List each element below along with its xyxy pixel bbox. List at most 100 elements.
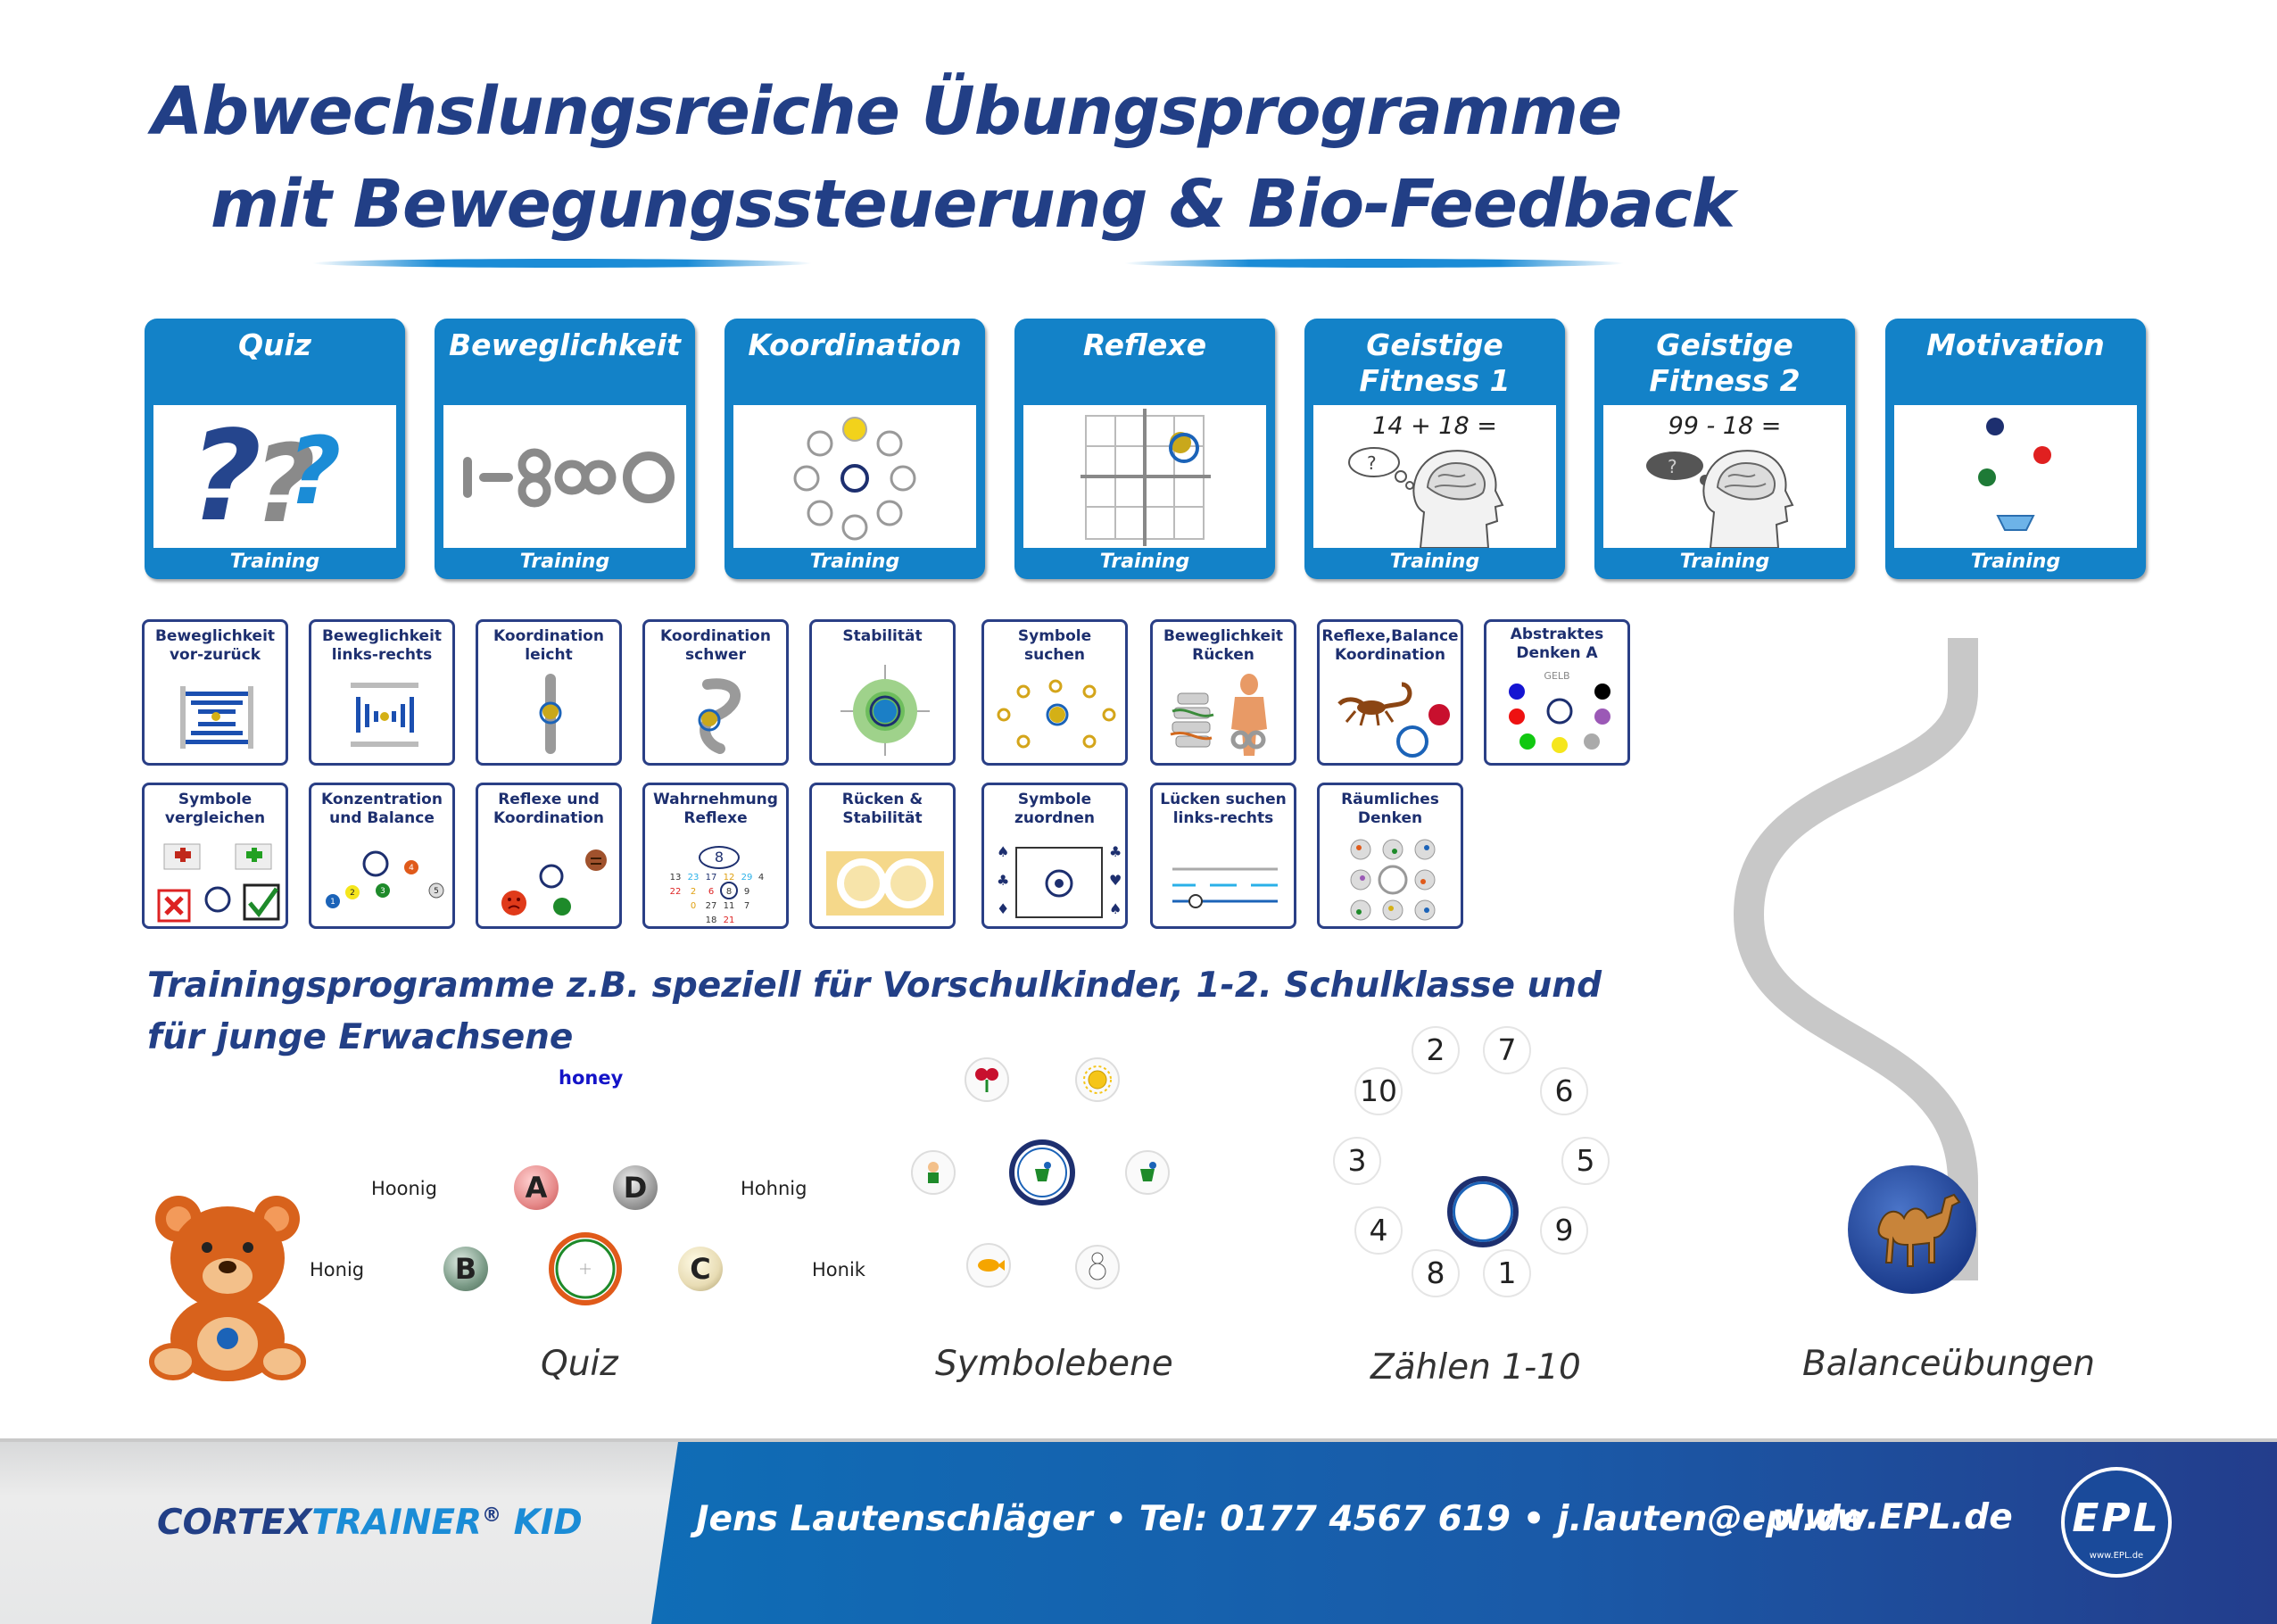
grid-number: 11: [724, 901, 735, 911]
fish-icon: [978, 1259, 1005, 1272]
tile-symbole-vergleichen[interactable]: Symbole vergleichen: [142, 783, 288, 929]
tile-raeumliches-denken[interactable]: Räumliches Denken: [1317, 783, 1463, 929]
grid-number: 9: [744, 887, 749, 897]
card-koordination[interactable]: Koordination Training: [724, 319, 985, 579]
quiz-option-word-c: Honik: [812, 1259, 865, 1280]
tile-wahrnehmung-reflexe[interactable]: Wahrnehmung Reflexe 8 13 23 17 12 29 4 2…: [642, 783, 789, 929]
grid-number: 7: [744, 901, 749, 911]
tile-stabilitaet[interactable]: Stabilität: [809, 619, 956, 766]
card-beweglichkeit[interactable]: Beweglichkeit Training: [435, 319, 695, 579]
count-number[interactable]: 7: [1483, 1026, 1531, 1074]
website-link[interactable]: www.EPL.de: [1772, 1497, 2013, 1537]
card-reflexe[interactable]: Reflexe Training: [1014, 319, 1275, 579]
balls-bowl-icon: [1894, 405, 2137, 548]
grid-number: 22: [670, 887, 682, 897]
tile-luecken-suchen-links-rechts[interactable]: Lücken suchen links-rechts: [1150, 783, 1296, 929]
count-number[interactable]: 8: [1412, 1249, 1460, 1297]
tile-konzentration-und-balance[interactable]: Konzentration und Balance 1 2 3 4 5: [309, 783, 455, 929]
quiz-option-a[interactable]: A: [514, 1165, 559, 1210]
target-rings-icon: [840, 665, 930, 756]
title-underline-right: [1124, 259, 1624, 268]
tile-abstraktes-denken-a[interactable]: Abstraktes Denken A GELB: [1484, 619, 1630, 766]
grid-number: 29: [741, 873, 753, 882]
count-number[interactable]: 4: [1354, 1206, 1403, 1255]
grid-number: 18: [706, 916, 717, 925]
thinking-head-icon: 99 - 18 = ?: [1603, 405, 1846, 549]
card-quiz[interactable]: Quiz ? ? ? Training: [145, 319, 405, 579]
count-number[interactable]: 3: [1333, 1137, 1381, 1185]
tile-beweglichkeit-links-rechts[interactable]: Beweglichkeit links-rechts: [309, 619, 455, 766]
quiz-option-d[interactable]: D: [613, 1165, 658, 1210]
number-grid-icon: 13 23 17 12 29 4 22 2 6 8 9 0 27 11 7 18…: [670, 873, 765, 925]
grid-number: 2: [691, 887, 696, 897]
contact-info: Jens Lautenschläger • Tel: 0177 4567 619…: [696, 1499, 1865, 1539]
logo-subtext: www.EPL.de: [2089, 1551, 2144, 1561]
quiz-option-word-b: Honig: [310, 1259, 365, 1280]
tile-label: Konzentration und Balance: [321, 791, 443, 827]
brand-registered: ®: [482, 1504, 502, 1527]
quiz-option-word-a: Hoonig: [371, 1178, 437, 1199]
tile-label: Räumliches Denken: [1341, 791, 1439, 827]
faces-balls-icon: [501, 849, 607, 916]
grid-number: 6: [708, 887, 714, 897]
quiz-option-c[interactable]: C: [678, 1247, 723, 1291]
subtitle-line2: für junge Erwachsene: [147, 1017, 574, 1057]
thinking-head-icon: 14 + 18 = ?: [1313, 405, 1556, 549]
card-suits-icon: ♠♣ ♣♥ ♦♠: [997, 843, 1122, 918]
equation: 14 + 18 =: [1372, 412, 1497, 440]
tile-label: Beweglichkeit vor-zurück: [154, 627, 276, 664]
tile-koordination-leicht[interactable]: Koordination leicht: [476, 619, 622, 766]
tile-reflexe-balance-koordination[interactable]: Reflexe,Balance Koordination: [1317, 619, 1463, 766]
tile-label: Koordination leicht: [493, 627, 604, 664]
tile-beweglichkeit-ruecken[interactable]: Beweglichkeit Rücken: [1150, 619, 1296, 766]
card-motivation[interactable]: Motivation Training: [1885, 319, 2146, 579]
count-number[interactable]: 10: [1354, 1067, 1403, 1115]
ball-number: 4: [409, 864, 414, 873]
footer-left-panel: CORTEXTRAINER® KID: [0, 1442, 678, 1624]
card-title: Motivation: [1926, 327, 2105, 362]
svg-text:?: ?: [1668, 456, 1677, 477]
spine-anatomy-icon: [1170, 674, 1267, 756]
count-number[interactable]: 1: [1483, 1249, 1531, 1297]
ball-number: 5: [434, 887, 439, 896]
svg-text:?: ?: [253, 423, 316, 547]
tile-reflexe-und-koordination[interactable]: Reflexe und Koordination: [476, 783, 622, 929]
tile-label: Beweglichkeit Rücken: [1163, 627, 1284, 664]
tile-koordination-schwer[interactable]: Koordination schwer: [642, 619, 789, 766]
quiz-question: honey: [559, 1067, 624, 1089]
sun-icon: [1083, 1065, 1112, 1094]
tile-ruecken-und-stabilitaet[interactable]: Rücken & Stabilität: [809, 783, 956, 929]
count-number[interactable]: 2: [1412, 1026, 1460, 1074]
tile-symbole-suchen[interactable]: Symbole suchen: [981, 619, 1128, 766]
card-geistige-fitness-2[interactable]: Geistige Fitness 2 99 - 18 = ? Training: [1594, 319, 1855, 579]
tile-beweglichkeit-vor-zurueck[interactable]: Beweglichkeit vor-zurück: [142, 619, 288, 766]
child-icon: [928, 1162, 939, 1183]
count-number[interactable]: 6: [1540, 1067, 1588, 1115]
grid-number: 4: [758, 873, 764, 882]
card-title: Beweglichkeit: [449, 327, 681, 362]
svg-text:♥: ♥: [1109, 872, 1122, 889]
tile-label: Symbole zuordnen: [1014, 791, 1095, 827]
tile-label: Stabilität: [842, 627, 923, 645]
svg-text:♣: ♣: [997, 872, 1009, 889]
ball-number: 3: [380, 887, 385, 896]
tile-label: Rücken & Stabilität: [841, 791, 923, 827]
epl-logo: EPL www.EPL.de: [2061, 1467, 2172, 1578]
card-title: Geistige Fitness 2: [1649, 327, 1801, 398]
svg-text:♣: ♣: [1109, 843, 1122, 860]
teddy-bear-icon: [149, 1196, 306, 1381]
subtitle-line1: Trainingsprogramme z.B. speziell für Vor…: [147, 965, 1602, 1006]
tile-symbole-zuordnen[interactable]: Symbole zuordnen ♠♣ ♣♥ ♦♠: [981, 783, 1128, 929]
symbol-ring-icon: [997, 679, 1116, 749]
compare-symbols-icon: [157, 843, 280, 923]
footer-right-panel: [651, 1442, 2277, 1624]
quiz-option-b[interactable]: B: [443, 1247, 488, 1291]
count-number[interactable]: 9: [1540, 1206, 1588, 1255]
brand-name: CORTEXTRAINER® KID: [157, 1503, 583, 1543]
balance-caption: Balanceübungen: [1802, 1344, 2095, 1384]
bucket-icon: [1140, 1162, 1156, 1181]
count-number[interactable]: 5: [1561, 1137, 1610, 1185]
grid-number: 21: [724, 916, 735, 925]
svg-text:♦: ♦: [997, 900, 1009, 917]
card-geistige-fitness-1[interactable]: Geistige Fitness 1 14 + 18 = ? Training: [1304, 319, 1565, 579]
